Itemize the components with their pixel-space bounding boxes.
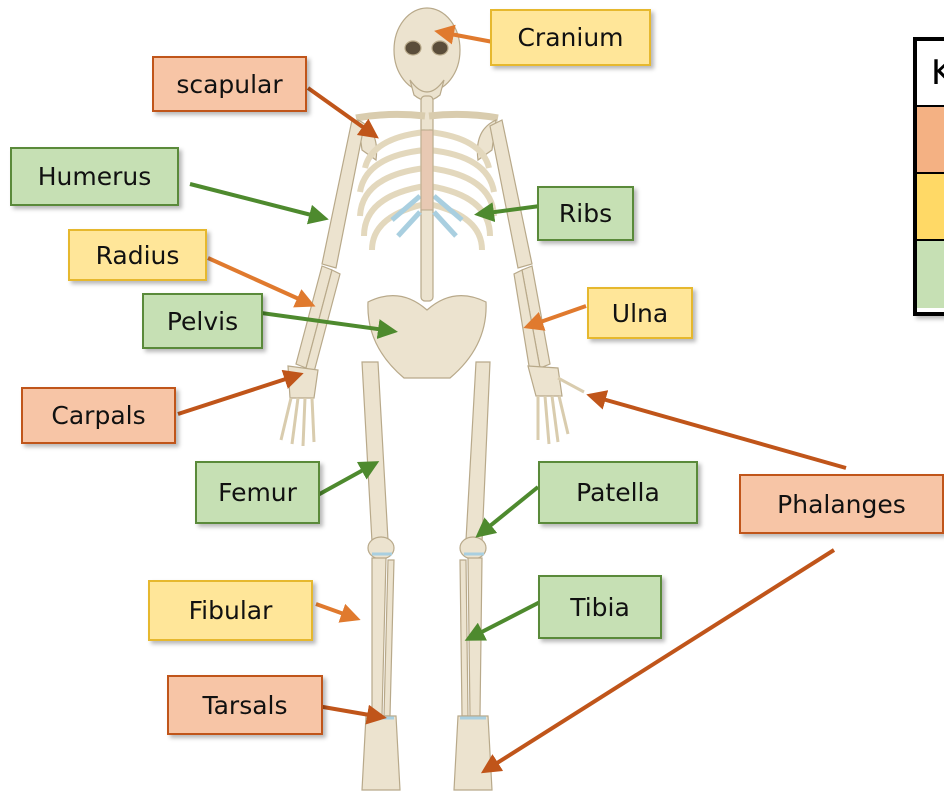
label-tarsals: Tarsals — [167, 675, 323, 735]
label-carpals: Carpals — [21, 387, 176, 444]
label-femur: Femur — [195, 461, 320, 524]
label-ribs: Ribs — [537, 186, 634, 241]
label-fibular: Fibular — [148, 580, 313, 641]
label-patella: Patella — [538, 461, 698, 524]
label-radius: Radius — [68, 229, 207, 281]
key-row-green — [917, 241, 944, 308]
key-row-yellow — [917, 174, 944, 241]
label-phalanges: Phalanges — [739, 474, 944, 534]
pelvis-bone — [368, 296, 486, 378]
key-title: K — [917, 41, 944, 107]
label-scapular: scapular — [152, 56, 307, 112]
label-tibia: Tibia — [538, 575, 662, 639]
label-cranium: Cranium — [490, 9, 651, 66]
label-ulna: Ulna — [587, 287, 693, 339]
color-key-table: K — [913, 37, 944, 316]
label-pelvis: Pelvis — [142, 293, 263, 349]
label-humerus: Humerus — [10, 147, 179, 206]
key-row-orange — [917, 107, 944, 174]
skull — [394, 8, 460, 92]
